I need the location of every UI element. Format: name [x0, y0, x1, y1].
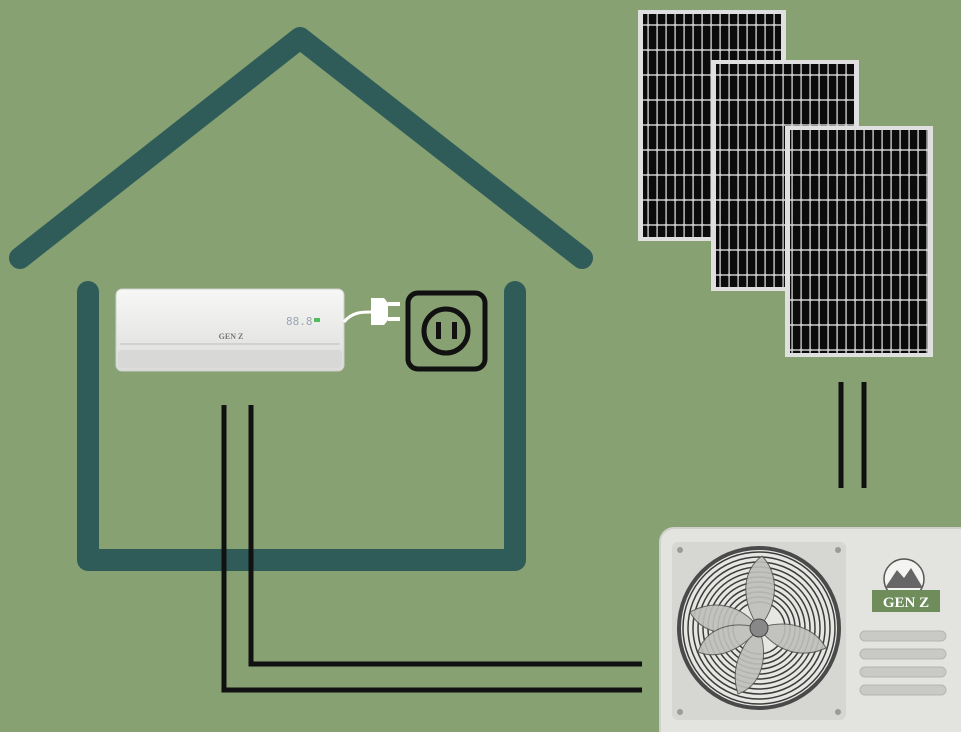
house-walls [77, 281, 526, 571]
indicator-light [314, 318, 320, 322]
fan-icon [677, 546, 841, 710]
house-roof [9, 27, 593, 269]
brand-badge [872, 590, 940, 612]
solar-connection-lines [838, 382, 867, 488]
refrigerant-lines [221, 405, 642, 693]
plug-icon [342, 298, 400, 325]
house-outline-icon [9, 27, 593, 571]
indoor-unit-brand: GEN Z [219, 332, 244, 341]
vent-slats [859, 630, 947, 696]
mountain-logo-icon [883, 558, 925, 600]
wall-outlet-icon [405, 290, 488, 372]
solar-panels [638, 10, 933, 357]
solar-panel [785, 126, 933, 357]
outdoor-unit-brand: GEN Z [883, 595, 929, 611]
outdoor-ac-unit: GEN Z [659, 527, 961, 732]
indoor-unit-display: 88.8 [286, 315, 313, 328]
indoor-ac-unit: GEN Z 88.8 [115, 288, 345, 372]
